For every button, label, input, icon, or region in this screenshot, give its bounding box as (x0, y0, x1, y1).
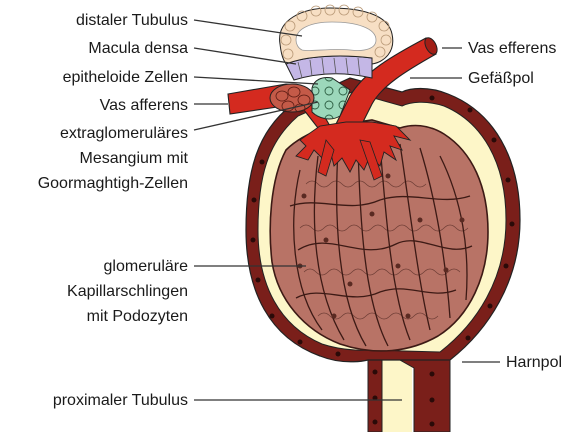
label-vascular-pole: Gefäßpol (468, 70, 534, 87)
label-capillary-line2: Kapillarschlingen (67, 283, 188, 300)
label-capillary-line1: glomeruläre (104, 258, 189, 275)
distal-tubule (280, 5, 393, 64)
label-distal-tubule: distaler Tubulus (76, 12, 188, 29)
label-epithelioid-cells: epitheloide Zellen (63, 69, 188, 86)
label-proximal-tubule: proximaler Tubulus (53, 392, 188, 409)
label-mesangium-line3: Goormaghtigh-Zellen (38, 175, 188, 192)
label-vas-efferens: Vas efferens (468, 40, 556, 57)
label-vas-afferens: Vas afferens (100, 97, 188, 114)
label-capillary-line3: mit Podozyten (87, 308, 188, 325)
label-urinary-pole: Harnpol (506, 354, 562, 371)
label-macula-densa: Macula densa (88, 40, 188, 57)
label-mesangium-line2: Mesangium mit (80, 150, 189, 167)
label-mesangium-line1: extraglomeruläres (60, 125, 188, 142)
